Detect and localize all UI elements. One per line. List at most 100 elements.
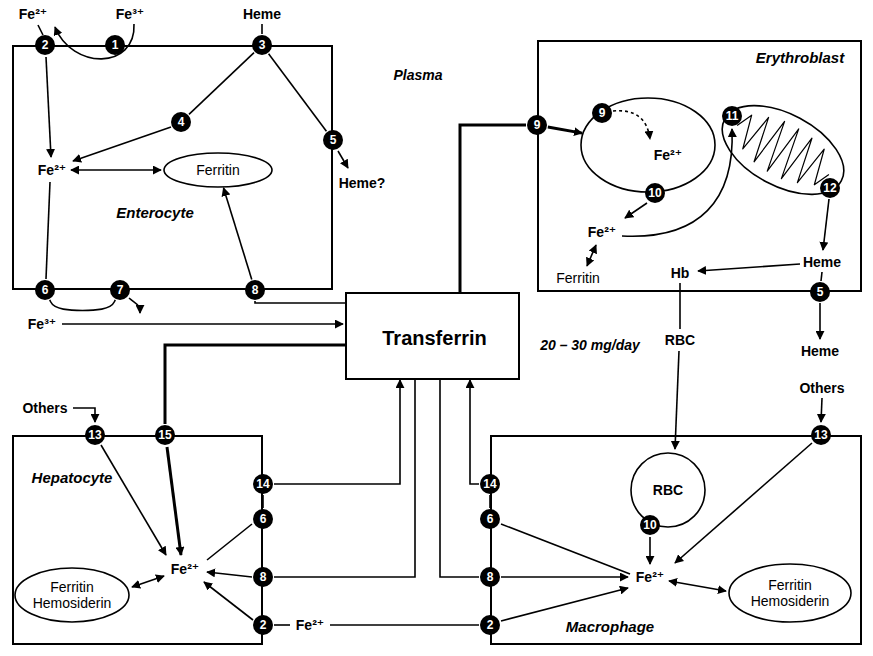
flow-arrow — [167, 447, 181, 555]
transferrin-box: Transferrin — [345, 292, 520, 380]
number-disc-shape — [171, 112, 191, 132]
step-number: 4 — [170, 111, 192, 133]
step-number: 2 — [34, 34, 56, 56]
ferritin-ellipse: Ferritin Hemosiderin — [14, 567, 130, 623]
node-text: RBC — [640, 482, 696, 498]
step-number: 15 — [154, 424, 176, 446]
step-number: 5 — [809, 281, 831, 303]
pathway-label: Plasma — [391, 67, 444, 83]
flow-arrow — [698, 264, 800, 271]
flow-arrow — [207, 572, 252, 577]
step-number: 5 — [322, 129, 344, 151]
pathway-label: 20 – 30 mg/day — [538, 337, 642, 353]
step-number: 8 — [252, 566, 274, 588]
flow-arrow — [71, 169, 161, 171]
flow-arrow — [501, 576, 628, 578]
node-text: Ferritin Hemosiderin — [29, 579, 115, 611]
callout-number: 6 — [260, 513, 267, 525]
flow-arrow — [338, 151, 348, 168]
callout-number: 9 — [599, 107, 606, 119]
number-disc-shape — [85, 425, 105, 445]
number-disc-shape — [110, 280, 130, 300]
flow-line — [46, 182, 50, 279]
pathway-label: Ferritin — [554, 270, 602, 286]
flow-arrow — [821, 398, 822, 422]
pathway-label: Heme — [801, 254, 843, 270]
connector — [274, 380, 400, 484]
callout-number: 6 — [487, 513, 494, 525]
ferritin-ellipse: Ferritin — [163, 152, 273, 188]
flow-line — [274, 624, 290, 626]
flow-line — [501, 524, 630, 574]
pathway-label: Fe³⁺ — [114, 6, 146, 22]
number-disc-shape — [35, 35, 55, 55]
outline-ellipse — [581, 98, 715, 192]
number-disc-shape — [155, 425, 175, 445]
number-disc-shape — [253, 509, 273, 529]
number-disc-shape — [811, 425, 831, 445]
callout-number: 13 — [814, 429, 827, 441]
step-number: 14 — [252, 473, 274, 495]
step-number: 13 — [84, 424, 106, 446]
number-disc-shape — [820, 178, 840, 198]
callout-number: 11 — [726, 110, 739, 122]
number-disc-shape — [810, 282, 830, 302]
pathway-label: Heme? — [337, 175, 388, 191]
node-text: Transferrin — [382, 327, 486, 350]
flow-arrow — [675, 351, 679, 449]
flow-arrow — [132, 576, 164, 587]
connector — [50, 300, 116, 311]
callout-number: 1 — [112, 39, 119, 51]
mitochondrion-outline — [708, 87, 858, 213]
number-disc-shape — [323, 130, 343, 150]
flow-arrow — [101, 445, 166, 555]
pathway-label: Others — [797, 380, 846, 396]
step-number: 2 — [252, 614, 274, 636]
callout-number: 2 — [42, 39, 49, 51]
callout-number: 3 — [259, 39, 266, 51]
outline-ellipse — [631, 453, 705, 527]
node-text: Erythroblast — [756, 49, 844, 66]
callout-number: 12 — [823, 182, 836, 194]
connector — [269, 54, 327, 131]
flow-arrow — [587, 245, 596, 266]
outline-ellipse — [15, 568, 129, 622]
outline-ellipse — [164, 153, 272, 187]
number-disc-shape — [722, 106, 742, 126]
pathway-label: Hb — [669, 265, 692, 281]
pathway-label: Fe³⁺ — [26, 316, 58, 332]
pathway-label: Fe²⁺ — [169, 561, 201, 577]
connector — [470, 380, 479, 484]
flow-arrow — [669, 581, 726, 591]
step-number: 13 — [810, 424, 832, 446]
mitochondrion-cristae — [725, 103, 841, 198]
connector — [165, 345, 345, 424]
dotted-arrow — [613, 111, 650, 139]
step-number: 14 — [479, 473, 501, 495]
node-text: Enterocyte — [116, 204, 194, 221]
step-number: 8 — [244, 279, 266, 301]
step-number: 6 — [252, 508, 274, 530]
pathway-label: Fe²⁺ — [294, 617, 326, 633]
step-number: 12 — [819, 177, 841, 199]
flow-arrow — [73, 408, 95, 422]
step-number: 7 — [109, 279, 131, 301]
number-disc-shape — [645, 183, 665, 203]
number-disc-shape — [480, 615, 500, 635]
callout-number: 5 — [817, 286, 824, 298]
pathway-label: Others — [20, 400, 69, 416]
callout-number: 8 — [252, 284, 259, 296]
step-number: 2 — [479, 614, 501, 636]
flow-line — [261, 24, 263, 34]
number-disc-shape — [253, 474, 273, 494]
flow-arrow — [129, 298, 140, 313]
callout-number: 2 — [487, 619, 494, 631]
node-text: Ferritin — [177, 162, 258, 178]
pathway-label: Fe²⁺ — [586, 224, 618, 240]
callout-number: 14 — [256, 478, 269, 490]
pathway-label: Heme — [241, 6, 283, 22]
step-number: 1 — [104, 34, 126, 56]
callout-number: 7 — [117, 284, 124, 296]
